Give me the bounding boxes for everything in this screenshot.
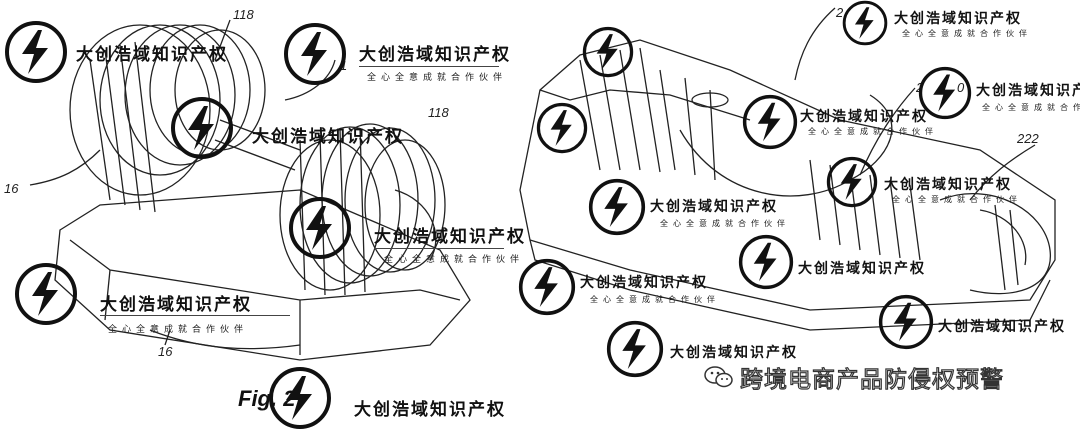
watermark-title: 大创浩域知识产权	[938, 319, 1066, 335]
wechat-account-name: 跨境电商产品防侵权预警	[739, 366, 1004, 393]
watermark-subtitle: 全心全意成就合作伙伴	[902, 29, 1032, 38]
watermark-title: 大创浩域知识产权	[670, 345, 798, 361]
dachuang-logo-icon	[269, 367, 331, 429]
reference-numeral: 16	[4, 181, 19, 196]
dachuang-logo-icon	[582, 26, 634, 78]
watermark-subtitle: 全心全意成就合作伙伴	[590, 295, 720, 304]
watermark-subtitle: 全心全意成就合作伙伴	[108, 325, 249, 335]
reference-numeral: 118	[428, 105, 449, 120]
watermark-title: 大创浩域知识产权	[580, 275, 708, 291]
reference-numeral: 118	[233, 7, 254, 22]
watermark-title: 大创浩域知识产权	[76, 45, 228, 65]
watermark-title: 大创浩域知识产权	[798, 261, 926, 277]
dachuang-logo-icon	[842, 0, 888, 46]
watermark-title: 大创浩域知识产权	[800, 109, 928, 125]
watermark-title: 大创浩域知识产权	[359, 45, 511, 65]
dachuang-logo-icon	[918, 66, 972, 120]
watermark-title: 大创浩域知识产权	[976, 83, 1080, 99]
watermark-title: 大创浩域知识产权	[650, 199, 778, 215]
dachuang-logo-icon	[826, 156, 878, 208]
watermark-title: 大创浩域知识产权	[252, 127, 404, 147]
watermark-title: 大创浩域知识产权	[884, 177, 1012, 193]
watermark-subtitle: 全心全意成就合作伙伴	[982, 103, 1080, 112]
reference-numeral: 0	[957, 80, 965, 95]
figure-label: Fig. 2	[238, 386, 296, 411]
watermark-subtitle: 全心全意成就合作伙伴	[892, 195, 1022, 204]
dachuang-logo-icon	[738, 234, 794, 290]
watermark-rule	[374, 248, 504, 249]
watermark-subtitle: 全心全意成就合作伙伴	[384, 255, 525, 265]
wechat-icon	[704, 366, 733, 388]
watermark-title: 大创浩域知识产权	[100, 295, 252, 315]
watermark-title: 大创浩域知识产权	[374, 227, 526, 247]
reference-numeral: 2	[836, 5, 844, 20]
dachuang-logo-icon	[5, 21, 67, 83]
reference-numeral: 222	[1017, 131, 1039, 146]
dachuang-logo-icon	[284, 23, 346, 85]
watermark-subtitle: 全心全意成就合作伙伴	[367, 73, 508, 83]
watermark-subtitle: 全心全意成就合作伙伴	[808, 127, 938, 136]
dachuang-logo-icon	[518, 258, 576, 316]
dachuang-logo-icon	[536, 102, 588, 154]
dachuang-logo-icon	[878, 294, 934, 350]
watermark-rule	[359, 66, 499, 67]
dachuang-logo-icon	[171, 97, 233, 159]
dachuang-logo-icon	[15, 263, 77, 325]
dachuang-logo-icon	[289, 197, 351, 259]
reference-numeral: 16	[158, 344, 173, 359]
watermark-rule	[100, 315, 290, 316]
patent-drawing-right: 2 2 0 222	[510, 0, 1080, 423]
dachuang-logo-icon	[742, 94, 798, 150]
wechat-account-credit: 跨境电商产品防侵权预警	[704, 362, 1004, 394]
cradle-line-drawing	[519, 7, 1056, 331]
watermark-title: 大创浩域知识产权	[894, 11, 1022, 27]
watermark-subtitle: 全心全意成就合作伙伴	[660, 219, 790, 228]
dachuang-logo-icon	[588, 178, 646, 236]
dachuang-logo-icon	[606, 320, 664, 378]
watermark-title: 大创浩域知识产权	[354, 400, 506, 420]
